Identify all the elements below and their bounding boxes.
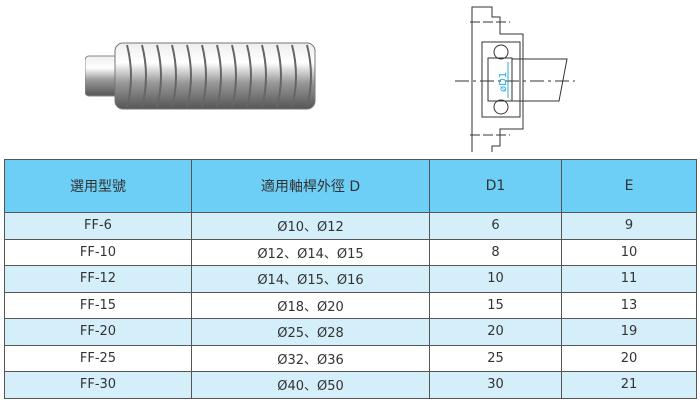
thread-ridge: [216, 44, 222, 108]
cell-model: FF-30: [4, 371, 192, 399]
cell-d1: 10: [429, 265, 562, 293]
cell-model: FF-25: [4, 344, 192, 372]
cell-e: 19: [561, 318, 697, 346]
cell-e: 20: [561, 344, 697, 372]
header-d1: D1: [429, 159, 562, 213]
table-header-row: 選用型號 適用軸桿外徑 D D1 E: [4, 159, 697, 213]
cell-model: FF-12: [4, 265, 192, 293]
cell-e: 11: [561, 265, 697, 293]
cell-shaft-diameter: Ø10、Ø12: [191, 212, 430, 240]
thread-ridge: [201, 44, 207, 108]
cell-e: 10: [561, 238, 697, 266]
cell-e: 9: [561, 212, 697, 240]
cell-d1: 20: [429, 318, 562, 346]
thread-ridge: [306, 44, 312, 108]
cell-shaft-diameter: Ø25、Ø28: [191, 318, 430, 346]
cell-shaft-diameter: Ø14、Ø15、Ø16: [191, 265, 430, 293]
thread-ridge: [246, 44, 252, 108]
bearing-cross-section-drawing: øD1: [455, 6, 575, 152]
thread-ridge: [186, 44, 192, 108]
thread-ridge: [231, 44, 237, 108]
cell-e: 13: [561, 291, 697, 319]
cell-d1: 25: [429, 344, 562, 372]
cell-d1: 15: [429, 291, 562, 319]
cell-model: FF-15: [4, 291, 192, 319]
thread-ridge: [141, 44, 147, 108]
cell-e: 21: [561, 371, 697, 399]
screw-support-photo: [85, 42, 316, 110]
header-shaft-diameter: 適用軸桿外徑 D: [191, 159, 430, 213]
cell-d1: 8: [429, 238, 562, 266]
thread-ridge: [156, 44, 162, 108]
thread-ridge: [261, 44, 267, 108]
cell-model: FF-20: [4, 318, 192, 346]
thread-ridge: [291, 44, 297, 108]
header-e: E: [561, 159, 697, 213]
cell-model: FF-10: [4, 238, 192, 266]
header-model: 選用型號: [4, 159, 192, 213]
thread-ridge: [276, 44, 282, 108]
thread-ridge: [171, 44, 177, 108]
cell-shaft-diameter: Ø12、Ø14、Ø15: [191, 238, 430, 266]
cell-shaft-diameter: Ø40、Ø50: [191, 371, 430, 399]
cell-shaft-diameter: Ø18、Ø20: [191, 291, 430, 319]
thread-ridge: [126, 44, 132, 108]
cell-shaft-diameter: Ø32、Ø36: [191, 344, 430, 372]
diameter-label: øD1: [498, 72, 509, 92]
cell-d1: 30: [429, 371, 562, 399]
cell-model: FF-6: [4, 212, 192, 240]
cell-d1: 6: [429, 212, 562, 240]
